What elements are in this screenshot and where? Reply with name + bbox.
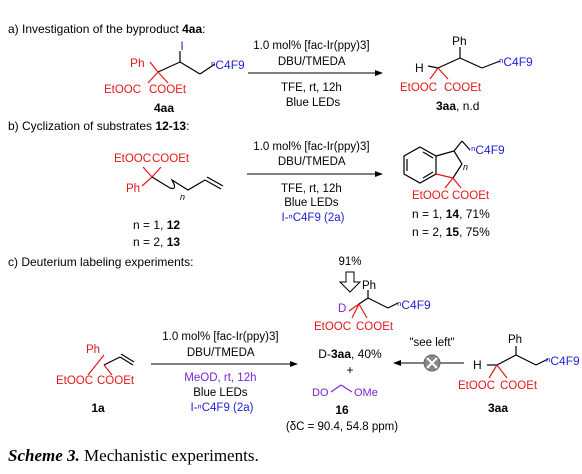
perfluorobutyl-group: ⁿC4F9 [546, 354, 580, 368]
iodo-atom: I [180, 39, 183, 53]
section-b-label: b) Cyclization of substrates 12-13: [8, 119, 189, 133]
n-subscript: n [463, 162, 468, 172]
product-d-3aa: 91% Ph D ⁿC4F9 EtOOC COOEt D-3aa, 40% + … [286, 256, 431, 433]
compound-label-1a: 1a [91, 401, 105, 415]
ester-right: COOEt [356, 321, 394, 333]
blocked-reaction-arrow: "see left" [393, 337, 464, 372]
conditions-b: 1.0 mol% [fac-Ir(ppy)3] DBU/TMEDA TFE, r… [253, 141, 373, 224]
reactant-1a: Ph EtOOC COOEt 1a [56, 344, 135, 415]
compound-label-d-3aa: D-3aa, 40% [318, 347, 382, 361]
ester-right: COOEt [97, 375, 135, 387]
phenyl-group: Ph [362, 280, 376, 292]
compound-label-4aa: 4aa [154, 101, 174, 115]
nmr-shifts: (δC = 90.4, 54.8 ppm) [286, 421, 398, 433]
hollow-down-arrow [338, 271, 362, 293]
reactant-label-12: n = 1, 12 [133, 218, 180, 232]
ester-right: COOEt [452, 190, 490, 202]
phenyl-group: Ph [130, 56, 145, 70]
product-label-15: n = 2, 15, 75% [412, 225, 490, 239]
conditions-a: 1.0 mol% [fac-Ir(ppy)3] DBU/TMEDA TFE, r… [253, 40, 373, 109]
compound-label-3aa: 3aa [488, 401, 508, 415]
ester-right: COOEt [500, 380, 538, 392]
blocked-x-icon [423, 354, 441, 372]
reaction-arrow-c [151, 361, 298, 367]
ester-left: EtOOC [56, 375, 93, 387]
plus-sign: + [346, 363, 353, 377]
ester-left: EtOOC [314, 321, 351, 333]
product-label-14: n = 1, 14, 71% [412, 207, 490, 221]
perfluorobutyl-group: ⁿC4F9 [499, 55, 533, 69]
ester-right: COOEt [152, 153, 190, 165]
section-c-label: c) Deuterium labeling experiments: [8, 255, 193, 269]
deuterium-atom: D [338, 303, 346, 315]
n-subscript: n [180, 192, 185, 202]
hydrogen-atom: H [473, 358, 482, 372]
reactant-label-13: n = 2, 13 [133, 235, 180, 249]
phenyl-group: Ph [452, 34, 467, 48]
conditions-c: 1.0 mol% [fac-Ir(ppy)3] DBU/TMEDA MeOD, … [162, 331, 282, 414]
compound-label-16: 16 [335, 403, 349, 417]
ester-left: EtOOC [114, 153, 151, 165]
perfluorobutyl-group: ⁿC4F9 [471, 143, 505, 157]
see-left-note: "see left" [409, 337, 454, 349]
hydrogen-atom: H [415, 61, 424, 75]
perfluorobutyl-group: ⁿC4F9 [397, 298, 431, 312]
reaction-arrow-b [247, 171, 383, 177]
phenyl-group: Ph [126, 183, 140, 195]
substrate-3aa: Ph H ⁿC4F9 EtOOC COOEt 3aa [458, 334, 580, 415]
ester-left: EtOOC [458, 380, 495, 392]
compound-label-3aa: 3aa, n.d [436, 99, 479, 113]
ester-left: EtOOC [104, 84, 141, 96]
phenyl-group: Ph [508, 334, 522, 346]
reaction-arrow-a [248, 70, 383, 76]
deutero-methoxy-do: DO [312, 387, 329, 399]
ester-left: EtOOC [400, 82, 437, 94]
phenyl-group: Ph [86, 344, 100, 356]
product-14-15: ⁿC4F9 n EtOOC COOEt n = 1, 14, 71% n = 2… [403, 140, 505, 239]
product-3aa: Ph H ⁿC4F9 EtOOC COOEt 3aa, n.d [400, 34, 533, 113]
deuterium-incorporation: 91% [338, 256, 361, 268]
ester-right: COOEt [444, 82, 482, 94]
scheme-caption: Scheme 3. Mechanistic experiments. [8, 446, 259, 465]
ester-left: EtOOC [412, 190, 449, 202]
perfluorobutyl-group: ⁿC4F9 [211, 58, 245, 72]
reactant-12-13: EtOOC COOEt Ph n n = 1, 12 n = 2, 13 [114, 153, 224, 249]
methoxy-group: OMe [354, 387, 378, 399]
reactant-4aa: I Ph ⁿC4F9 EtOOC COOEt 4aa [104, 39, 245, 115]
section-a-label: a) Investigation of the byproduct 4aa: [8, 22, 205, 36]
ester-right: COOEt [149, 84, 187, 96]
